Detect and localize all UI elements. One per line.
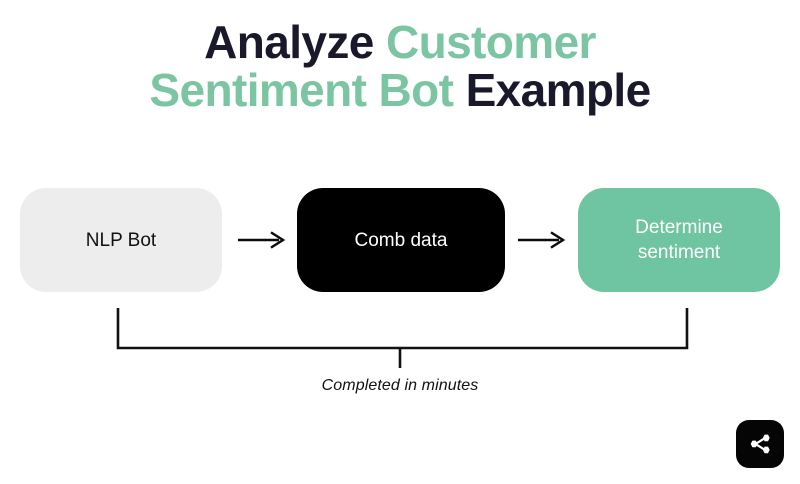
page-title-line-2: Sentiment Bot Example xyxy=(0,66,800,114)
page-title-line-1: Analyze Customer xyxy=(0,18,800,66)
page-title: Analyze Customer Sentiment Bot Example xyxy=(0,18,800,114)
process-flow: NLP Bot Comb data Determine sentiment xyxy=(0,188,800,292)
page-title-segment-customer: Customer xyxy=(385,16,597,68)
bracket-caption: Completed in minutes xyxy=(321,377,479,394)
flow-node-comb-data-label: Comb data xyxy=(354,229,448,251)
page-title-segment-example: Example xyxy=(465,64,652,116)
span-bracket xyxy=(110,300,695,378)
flow-node-comb-data[interactable]: Comb data xyxy=(297,188,505,292)
flow-node-determine-sentiment[interactable]: Determine sentiment xyxy=(578,188,780,292)
flow-node-determine-sentiment-label: Determine sentiment xyxy=(635,217,723,263)
share-network-icon[interactable] xyxy=(736,420,784,468)
arrow-right-icon xyxy=(518,229,568,251)
arrow-right-icon xyxy=(238,229,288,251)
page-title-segment-sentiment-bot: Sentiment Bot xyxy=(149,64,466,116)
flow-node-nlp-bot[interactable]: NLP Bot xyxy=(20,188,222,292)
flow-node-nlp-bot-label: NLP Bot xyxy=(85,229,157,251)
page-title-segment-analyze: Analyze xyxy=(204,16,386,68)
